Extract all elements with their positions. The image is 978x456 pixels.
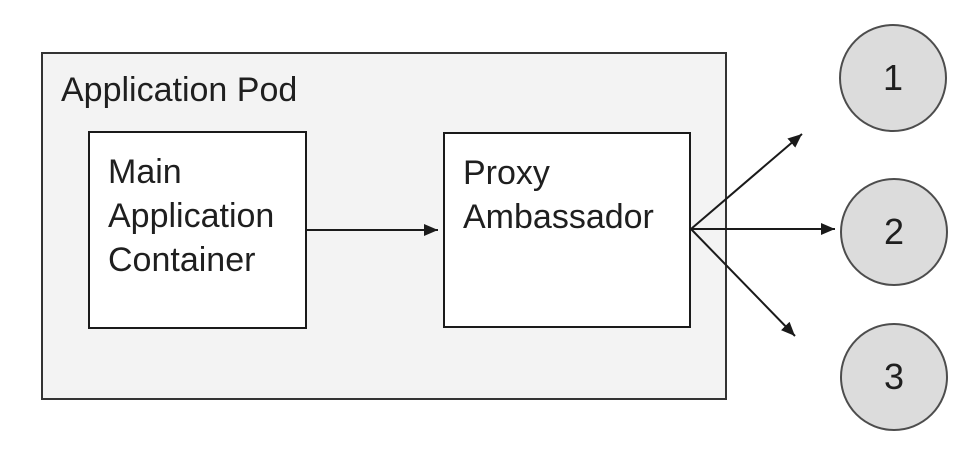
replica-node-2-label: 2 [883, 211, 905, 252]
proxy-ambassador-box: Proxy Ambassador [443, 132, 691, 328]
replica-node-1-label: 1 [882, 57, 904, 98]
proxy-ambassador-label: Proxy Ambassador [463, 154, 654, 236]
application-pod-label: Application Pod [61, 71, 298, 109]
replica-node-2: 2 [840, 178, 948, 286]
replica-node-3: 3 [840, 323, 948, 431]
replica-node-3-label: 3 [883, 356, 905, 397]
replica-node-1: 1 [839, 24, 947, 132]
main-application-container-label: Main Application Container [108, 153, 275, 279]
main-application-container-box: Main Application Container [88, 131, 307, 329]
